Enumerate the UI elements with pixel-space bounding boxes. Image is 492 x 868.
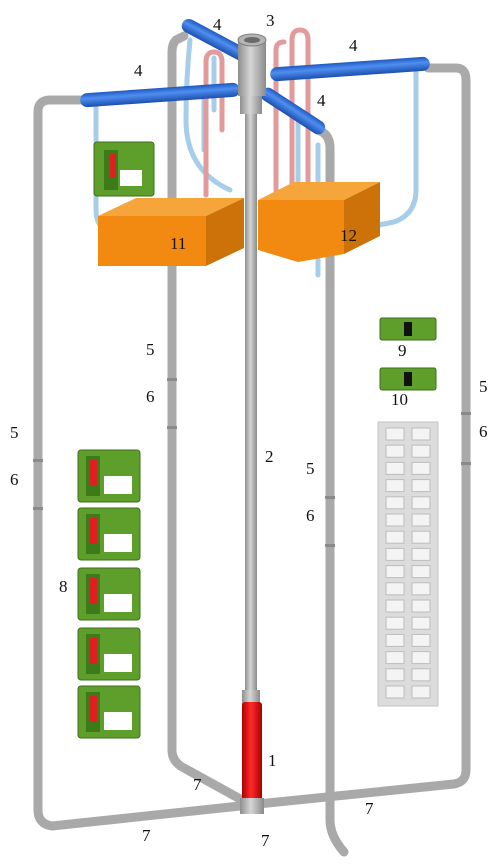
label-7-left: 7 xyxy=(142,826,151,845)
label-6-back: 6 xyxy=(146,387,155,406)
grid-cell xyxy=(411,685,431,699)
label-6-right: 6 xyxy=(479,422,488,441)
back-left-pipe xyxy=(167,31,247,805)
grid-cell xyxy=(411,651,431,665)
grid-cell xyxy=(385,633,405,647)
label-6-left: 6 xyxy=(10,470,19,489)
front-right-pipe xyxy=(313,125,349,857)
grid-cell xyxy=(385,427,405,441)
grid-cell xyxy=(411,668,431,682)
meter-10 xyxy=(379,367,437,391)
label-5-left: 5 xyxy=(10,423,19,442)
label-3: 3 xyxy=(266,11,275,30)
grid-cell xyxy=(385,565,405,579)
grid-cell xyxy=(385,444,405,458)
label-7-right: 7 xyxy=(365,799,374,818)
label-8: 8 xyxy=(59,577,68,596)
grid-cell xyxy=(385,547,405,561)
grid-cell xyxy=(385,496,405,510)
heater-element xyxy=(240,690,264,814)
label-7-back: 7 xyxy=(193,775,202,794)
label-4-right: 4 xyxy=(349,36,358,55)
control-panel-top xyxy=(93,141,155,197)
grid-cell xyxy=(411,444,431,458)
grid-cell xyxy=(385,461,405,475)
label-9: 9 xyxy=(398,341,407,360)
label-12: 12 xyxy=(340,226,357,245)
meter-9 xyxy=(379,317,437,341)
label-4-front: 4 xyxy=(317,91,326,110)
central-riser xyxy=(237,33,267,700)
grid-cell xyxy=(385,530,405,544)
label-5-back: 5 xyxy=(146,340,155,359)
grid-cell xyxy=(411,565,431,579)
label-2: 2 xyxy=(265,447,274,466)
label-6-front: 6 xyxy=(306,506,315,525)
grid-cell xyxy=(385,479,405,493)
grid-cell xyxy=(411,461,431,475)
grid-cell xyxy=(385,616,405,630)
label-5-right: 5 xyxy=(479,377,488,396)
grid-cell xyxy=(411,496,431,510)
label-1: 1 xyxy=(268,751,277,770)
grid-cell xyxy=(385,685,405,699)
indicator-grid-panel xyxy=(377,421,439,707)
grid-cell xyxy=(411,530,431,544)
grid-cell xyxy=(411,547,431,561)
grid-cell xyxy=(411,599,431,613)
grid-cell xyxy=(411,633,431,647)
grid-cell xyxy=(411,582,431,596)
grid-cell xyxy=(385,582,405,596)
grid-cell xyxy=(385,668,405,682)
blue-manifold xyxy=(80,18,430,135)
right-loop-pipe xyxy=(253,63,471,809)
grid-cell xyxy=(411,513,431,527)
label-4-left: 4 xyxy=(134,61,143,80)
grid-cell xyxy=(411,616,431,630)
tank-12 xyxy=(258,182,380,262)
label-10: 10 xyxy=(391,390,408,409)
control-panel-stack xyxy=(77,449,141,739)
label-4-top: 4 xyxy=(213,15,222,34)
label-5-front: 5 xyxy=(306,459,315,478)
tank-11 xyxy=(98,198,244,266)
grid-cell xyxy=(385,651,405,665)
grid-cell xyxy=(411,479,431,493)
pipe-sensor-rings xyxy=(33,378,471,547)
grid-cell xyxy=(385,599,405,613)
label-11: 11 xyxy=(170,234,187,253)
grid-cell xyxy=(385,513,405,527)
pink-return-pipes xyxy=(203,27,311,203)
grid-cell xyxy=(411,427,431,441)
label-7-front: 7 xyxy=(261,831,270,850)
